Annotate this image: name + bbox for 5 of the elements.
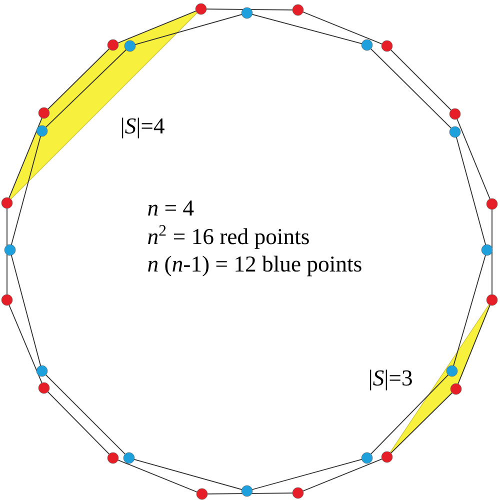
label: |S|=4 [122, 118, 164, 138]
label: |S|=3 [370, 370, 412, 390]
label: n$^{2}$ = 16 red points [148, 225, 309, 249]
label: n = 4 [148, 200, 194, 216]
label: n (n-1) = 12 blue points [148, 256, 362, 276]
